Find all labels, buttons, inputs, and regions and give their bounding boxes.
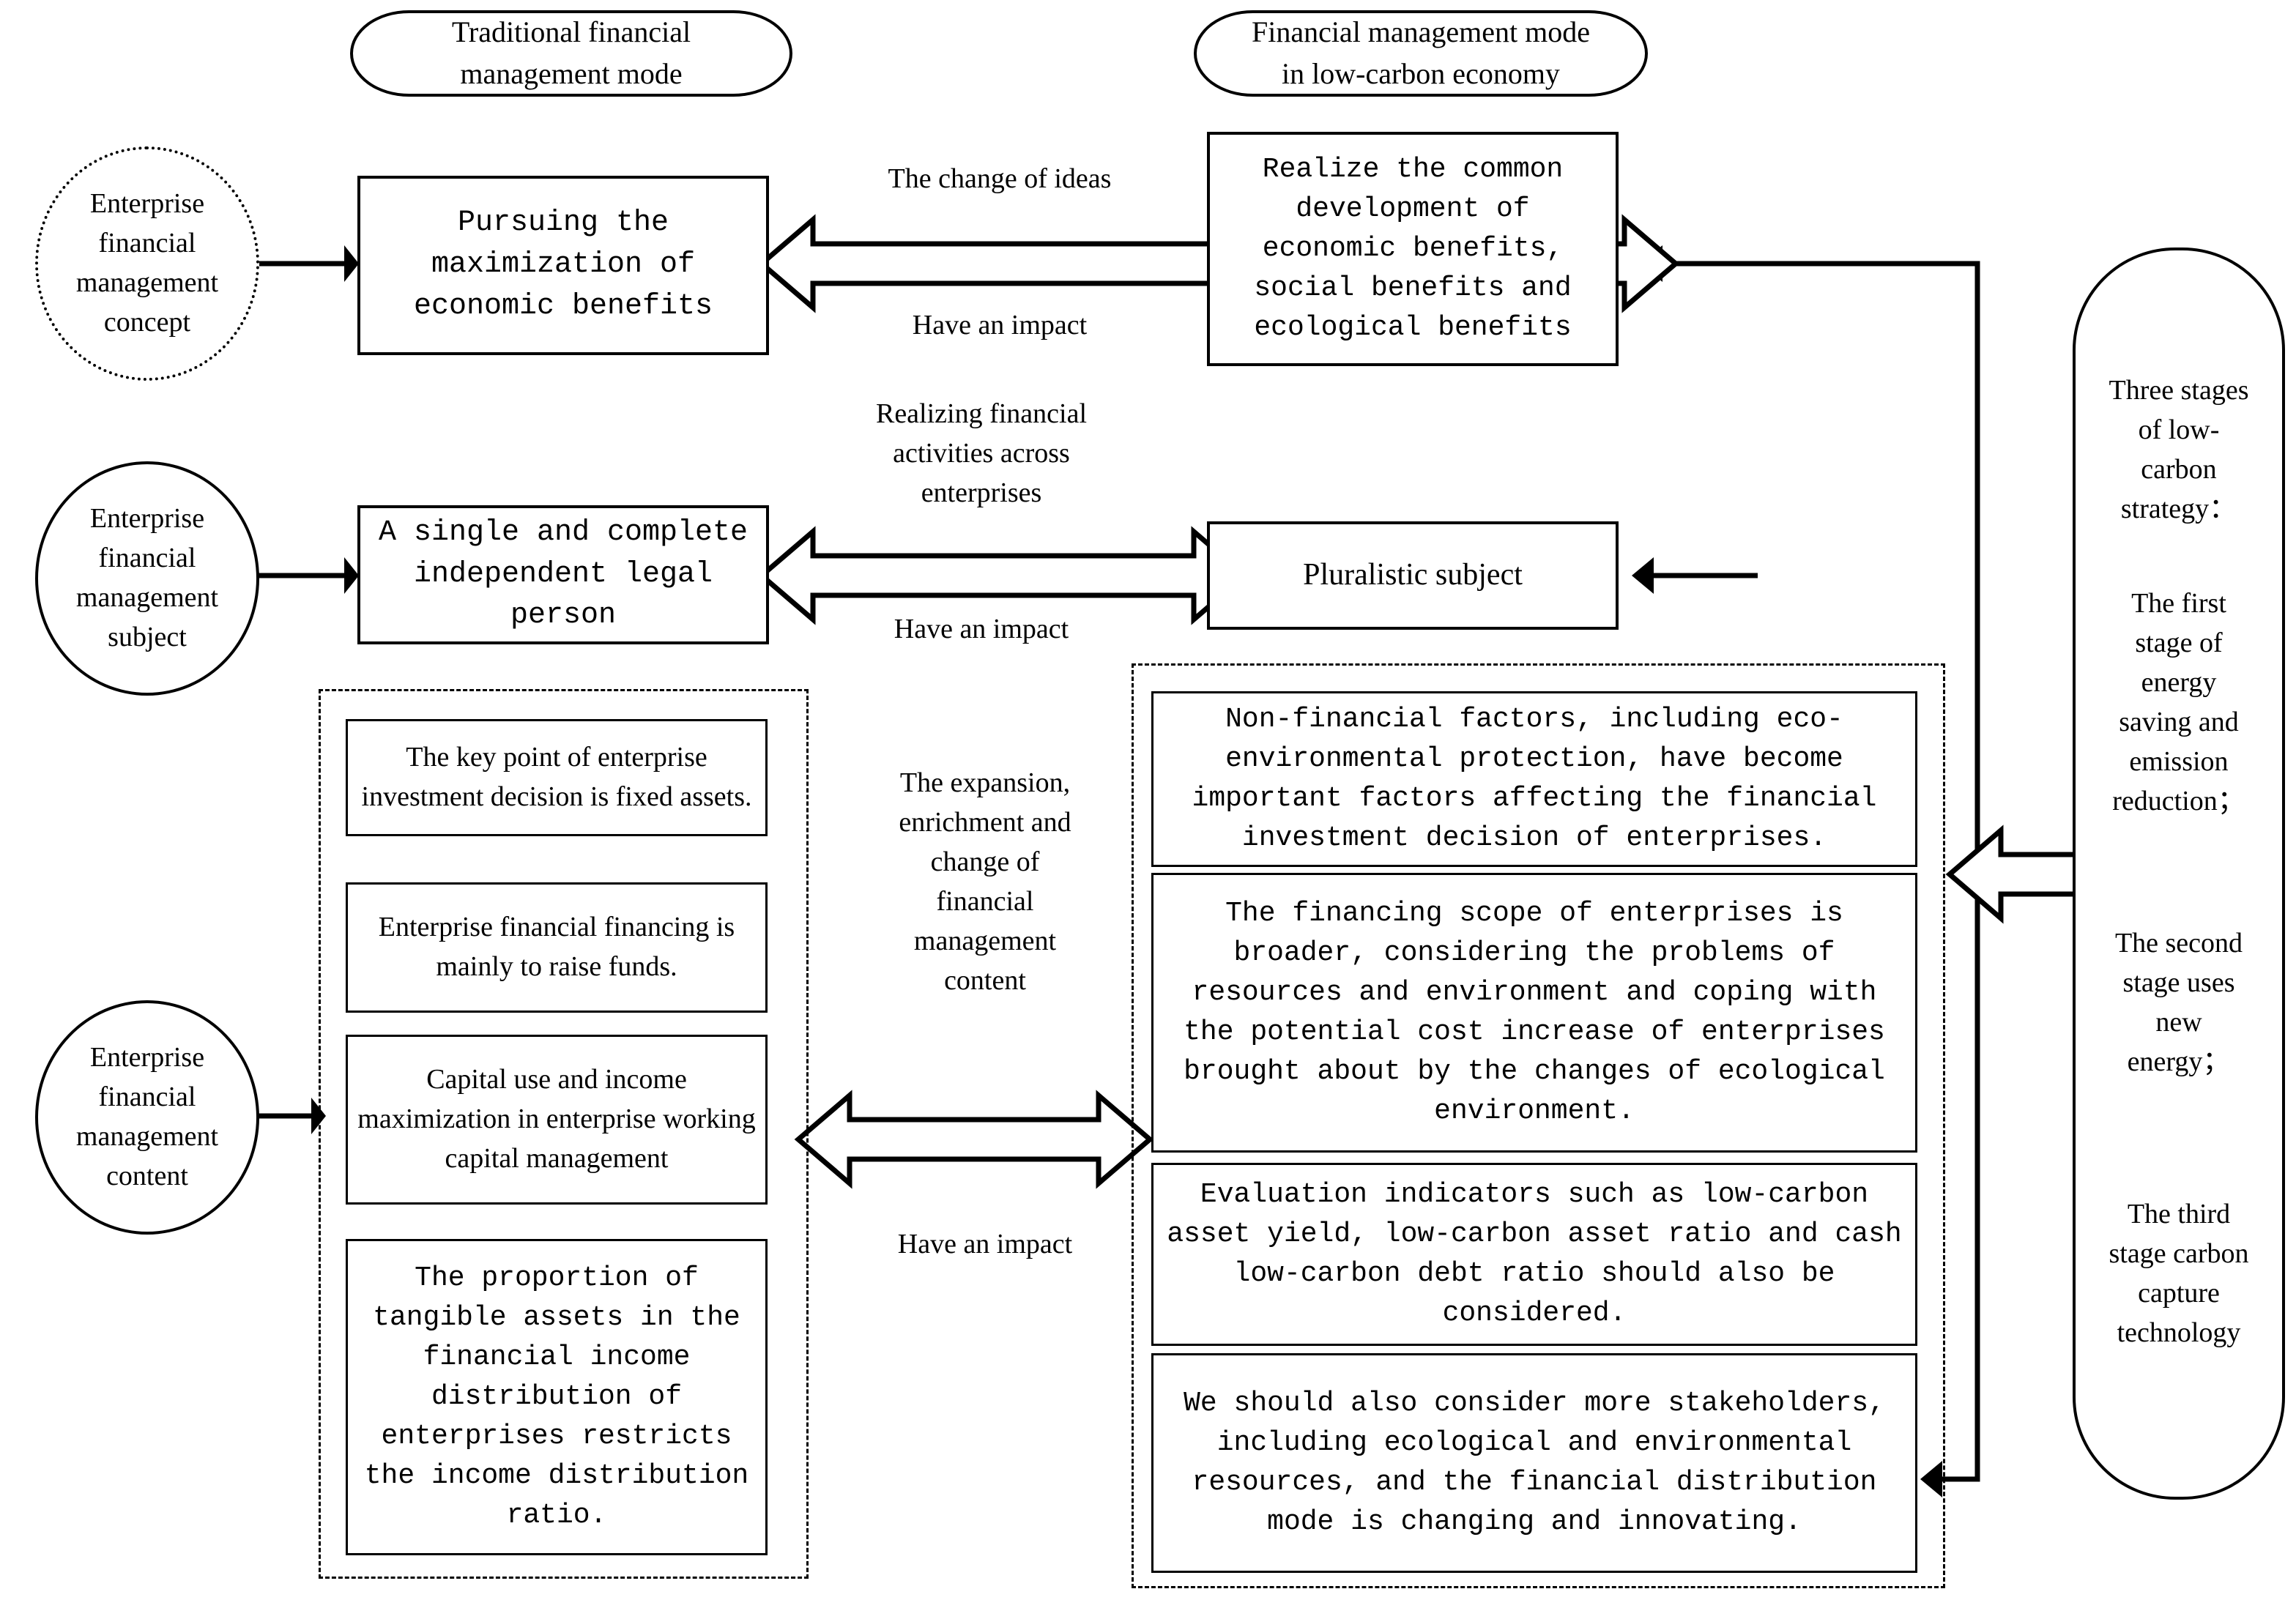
container-traditional-content [319,689,809,1579]
ellipse-financial-management-concept: Enterprise financial management concept [35,146,259,381]
content-box-lowcarbon-3: Evaluation indicators such as low-carbon… [1151,1163,1917,1346]
box-single-complete-legal-person: A single and complete independent legal … [357,505,769,644]
ellipse-financial-management-subject: Enterprise financial management subject [35,461,259,696]
content-box-lowcarbon-4: We should also consider more stakeholder… [1151,1353,1917,1573]
box-pursuing-maximization: Pursuing the maximization of economic be… [357,176,769,355]
sidebar-stage-2: The second stage uses new energy； [2114,928,2243,1077]
content-box-lowcarbon-2: The financing scope of enterprises is br… [1151,873,1917,1153]
title-traditional-mode: Traditional financial management mode [350,10,792,97]
ellipse-financial-management-content: Enterprise financial management content [35,1000,259,1235]
title-lowcarbon-mode: Financial management mode in low-carbon … [1194,10,1648,97]
double-arrow-row2 [757,526,1249,625]
content-box-traditional-2: Enterprise financial financing is mainly… [346,882,768,1013]
block-arrow-sidebar [1945,825,2087,924]
label-expansion-enrichment-change: The expansion, enrichment and change of … [899,767,1071,996]
label-change-of-ideas: The change of ideas [888,163,1112,195]
box-pluralistic-subject: Pluralistic subject [1207,521,1619,630]
sidebar-stage-1: The first stage of energy saving and emi… [2112,588,2245,816]
sidebar-three-stages [2073,247,2285,1500]
content-box-traditional-3: Capital use and income maximization in e… [346,1035,768,1205]
label-have-an-impact-3: Have an impact [897,1229,1073,1260]
container-lowcarbon-content [1132,663,1945,1588]
label-have-an-impact-2: Have an impact [893,614,1069,645]
label-have-an-impact-1: Have an impact [912,310,1088,341]
content-box-traditional-4: The proportion of tangible assets in the… [346,1239,768,1555]
double-arrow-row3 [794,1090,1154,1189]
sidebar-heading: Three stages of low- carbon strategy： [2109,375,2249,524]
content-box-lowcarbon-1: Non-financial factors, including eco-env… [1151,691,1917,867]
content-box-traditional-1: The key point of enterprise investment d… [346,719,768,836]
box-realize-common-development: Realize the common development of econom… [1207,132,1619,366]
sidebar-stage-3: The third stage carbon capture technolog… [2109,1199,2249,1348]
label-realizing-financial-activities: Realizing financial activities across en… [875,398,1088,508]
